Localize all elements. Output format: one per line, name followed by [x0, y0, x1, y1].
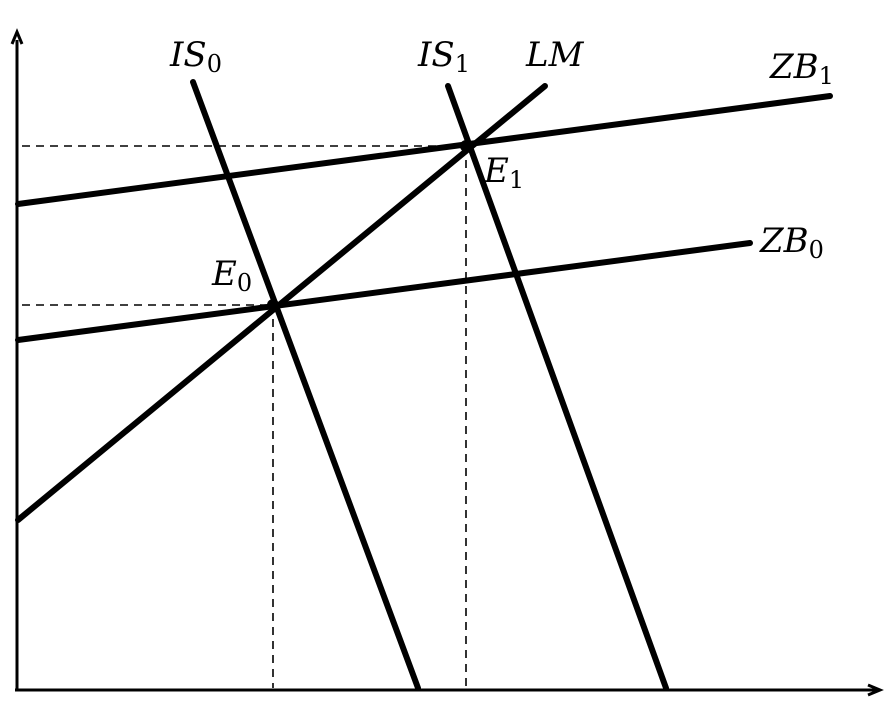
is0-label: IS0 — [169, 35, 222, 78]
is1-curve — [445, 83, 669, 691]
is0-curve — [190, 79, 421, 691]
zb0-curve — [15, 240, 753, 343]
is1-label: IS1 — [417, 35, 470, 78]
horizontal-axis-arrow — [867, 683, 884, 697]
vertical-axis-arrow — [10, 28, 24, 45]
lm-curve — [15, 83, 548, 523]
e1-point — [460, 140, 472, 152]
zb1-label: ZB1 — [769, 47, 834, 90]
e0-point — [267, 299, 279, 311]
zb1-curve — [15, 93, 833, 207]
e1-label: E1 — [483, 151, 524, 194]
zb0-label: ZB0 — [759, 221, 824, 264]
e0-label: E0 — [211, 254, 252, 297]
lm-label: LM — [525, 35, 585, 75]
